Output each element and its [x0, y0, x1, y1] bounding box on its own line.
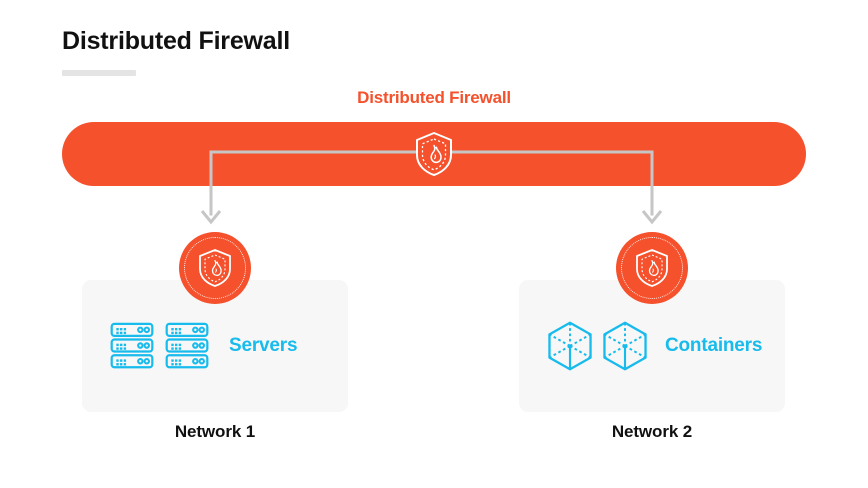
network-1-caption: Network 1 [174, 422, 256, 441]
shield-flame-icon [636, 249, 668, 287]
page-title: Distributed Firewall [62, 27, 290, 55]
shield-flame-icon [199, 249, 231, 287]
cube-container-icon [548, 321, 592, 371]
server-rack-icon [165, 322, 209, 369]
server-icon-pair [108, 320, 211, 372]
title-underline-rule [62, 70, 136, 76]
container-icon-pair [545, 320, 650, 372]
arrow-head-network-2 [641, 210, 663, 225]
dotted-ring [621, 237, 683, 299]
network-1-label: Servers [229, 335, 298, 356]
network-2-caption: Network 2 [611, 422, 693, 441]
server-rack-icon [110, 322, 154, 369]
network-2-content: Containers [519, 280, 785, 412]
network-1-content: Servers [82, 280, 348, 412]
network-2-label: Containers [665, 335, 763, 356]
network-node-1: Servers Network 1 [82, 232, 348, 488]
network-2-firewall-circle [616, 232, 688, 304]
arrow-head-network-1 [200, 210, 222, 225]
shield-flame-icon [416, 132, 452, 176]
cube-container-icon [603, 321, 647, 371]
network-1-firewall-circle [179, 232, 251, 304]
firewall-bar-label: Distributed Firewall [357, 88, 511, 107]
network-node-2: Containers Network 2 [519, 232, 785, 488]
dotted-ring [184, 237, 246, 299]
